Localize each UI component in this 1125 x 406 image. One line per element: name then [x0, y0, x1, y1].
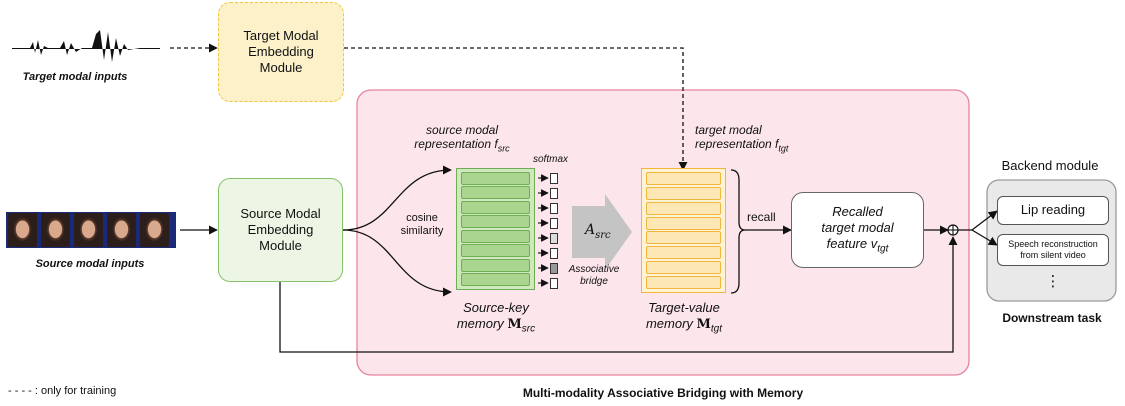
- audio-waveform-icon: [12, 30, 160, 62]
- bridge-symbol: Asrc: [585, 222, 611, 241]
- source-embedding-module: Source Modal Embedding Module: [218, 178, 343, 282]
- lip-reading-task: Lip reading: [997, 196, 1109, 225]
- target-representation-label: target modal representation ftgt: [695, 123, 789, 154]
- softmax-label: softmax: [533, 154, 569, 165]
- softmax-cell: [550, 218, 558, 229]
- softmax-cell: [550, 188, 558, 199]
- skip-connection: [279, 236, 958, 353]
- video-frame: [140, 213, 169, 247]
- target-inputs-label: Target modal inputs: [22, 71, 128, 83]
- softmax-cell: [550, 173, 558, 184]
- video-frame: [8, 213, 37, 247]
- associative-bridge-label: Associative bridge: [568, 264, 620, 287]
- more-tasks-ellipsis: ⋮: [1045, 273, 1061, 290]
- video-frame: [107, 213, 136, 247]
- cosine-similarity-label: cosine similarity: [400, 212, 444, 238]
- softmax-cell: [550, 203, 558, 214]
- source-representation-label: source modal representation fsrc: [414, 123, 510, 154]
- softmax-cell: [550, 278, 558, 289]
- target-embedding-module: Target Modal Embedding Module: [218, 2, 344, 102]
- backend-module-label: Backend module: [1001, 158, 1099, 173]
- source-key-memory-label: Source-key memory Msrc: [456, 300, 536, 335]
- arrow-to-speech-reconstruction: [971, 229, 998, 246]
- source-key-memory: [456, 168, 535, 290]
- softmax-arrows: [538, 174, 549, 287]
- target-value-memory: [641, 168, 726, 293]
- curve-to-key-memory-bottom: [342, 229, 452, 297]
- recalled-feature-box: Recalled target modal feature vtgt: [791, 192, 924, 268]
- softmax-cell: [550, 263, 558, 274]
- speech-reconstruction-task: Speech reconstruction from silent video: [997, 234, 1109, 266]
- region-title: Multi-modality Associative Bridging with…: [522, 386, 804, 400]
- associative-bridge-arrow: [572, 194, 632, 270]
- target-value-memory-label: Target-value memory Mtgt: [645, 300, 723, 335]
- softmax-cell: [550, 233, 558, 244]
- legend: - - - - : only for training: [8, 385, 116, 398]
- video-frame: [74, 213, 103, 247]
- source-inputs-label: Source modal inputs: [35, 258, 145, 270]
- dashed-arrow-target-representation: [344, 47, 688, 171]
- legend-text: only for training: [41, 385, 117, 397]
- softmax-cell: [550, 248, 558, 259]
- video-frame: [41, 213, 70, 247]
- curve-to-key-memory-top: [342, 165, 452, 231]
- video-frames: [6, 212, 176, 248]
- downstream-task-label: Downstream task: [1002, 311, 1102, 325]
- legend-dashes: - - - - :: [8, 385, 38, 397]
- recall-label: recall: [747, 210, 776, 224]
